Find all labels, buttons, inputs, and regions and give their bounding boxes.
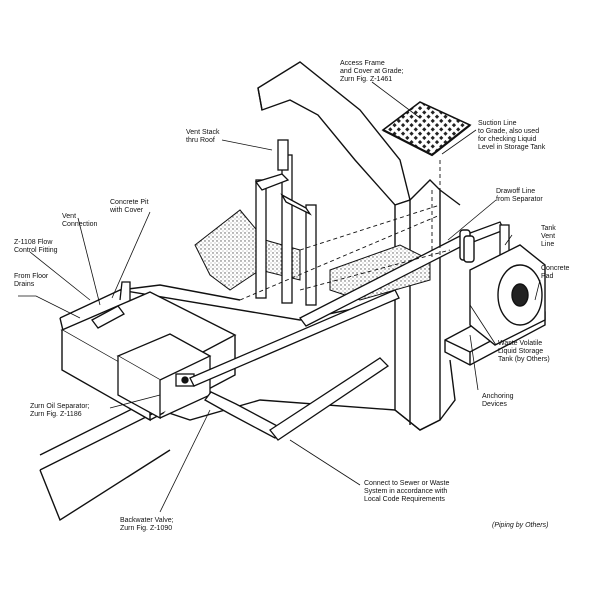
- svg-text:Zurn Fig. Z-1186: Zurn Fig. Z-1186: [30, 411, 82, 418]
- svg-text:Control Fitting: Control Fitting: [14, 247, 58, 254]
- svg-text:Anchoring: Anchoring: [482, 393, 514, 400]
- callout-floor-drains: From Floor Drains: [14, 273, 49, 288]
- svg-text:and Cover at Grade;: and Cover at Grade;: [340, 68, 403, 75]
- svg-text:to Grade, also used: to Grade, also used: [478, 128, 539, 135]
- leader-lines: [18, 81, 541, 513]
- callout-access-frame: Access Frame and Cover at Grade; Zurn Fi…: [340, 60, 403, 83]
- callout-suction-line: Suction Line to Grade, also used for che…: [478, 120, 546, 151]
- callout-concrete-pit: Concrete Pit with Cover: [109, 199, 149, 214]
- callout-backwater-valve: Backwater Valve; Zurn Fig. Z-1090: [120, 517, 174, 532]
- svg-text:Suction Line: Suction Line: [478, 120, 517, 127]
- callout-vent-connection: Vent Connection: [62, 213, 98, 228]
- oil-separator: [116, 333, 212, 420]
- svg-text:Z-1108 Flow: Z-1108 Flow: [14, 239, 53, 246]
- svg-text:Vent: Vent: [62, 213, 76, 220]
- svg-text:From Floor: From Floor: [14, 273, 49, 280]
- callout-storage-tank: Waste Volatile Liquid Storage Tank (by O…: [498, 340, 550, 363]
- callout-sewer: Connect to Sewer or Waste System in acco…: [364, 480, 449, 503]
- svg-text:Connection: Connection: [62, 221, 98, 228]
- callout-anchoring: Anchoring Devices: [482, 393, 514, 408]
- piping-note: (Piping by Others): [492, 522, 548, 529]
- hidden-lines: [239, 160, 451, 320]
- svg-text:Vent: Vent: [541, 233, 555, 240]
- access-frame: [381, 101, 472, 157]
- svg-text:for checking Liquid: for checking Liquid: [478, 136, 536, 143]
- callout-oil-separator: Zurn Oil Separator; Zurn Fig. Z-1186: [30, 403, 90, 418]
- svg-text:thru Roof: thru Roof: [186, 137, 215, 144]
- callout-drawoff-line: Drawoff Line from Separator: [496, 188, 543, 203]
- svg-text:Concrete: Concrete: [541, 265, 570, 272]
- svg-text:Local Code Requirements: Local Code Requirements: [364, 496, 445, 503]
- svg-text:Devices: Devices: [482, 401, 507, 408]
- svg-text:Liquid Storage: Liquid Storage: [498, 348, 543, 355]
- svg-text:Access Frame: Access Frame: [340, 60, 385, 67]
- piping: [91, 139, 510, 441]
- soil-section: [194, 209, 301, 291]
- svg-text:Drains: Drains: [14, 281, 35, 288]
- svg-text:Concrete Pit: Concrete Pit: [110, 199, 149, 206]
- svg-text:with Cover: with Cover: [109, 207, 144, 214]
- svg-text:Tank (by Others): Tank (by Others): [498, 356, 550, 363]
- svg-text:Vent Stack: Vent Stack: [186, 129, 220, 136]
- svg-text:Pad: Pad: [541, 273, 554, 280]
- svg-text:Zurn Fig. Z-1090: Zurn Fig. Z-1090: [120, 525, 172, 532]
- svg-text:Waste Volatile: Waste Volatile: [498, 340, 542, 347]
- svg-text:System in accordance with: System in accordance with: [364, 488, 447, 495]
- callout-tank-vent: Tank Vent Line: [541, 225, 556, 248]
- svg-text:Line: Line: [541, 241, 554, 248]
- callout-vent-stack: Vent Stack thru Roof: [186, 129, 220, 144]
- soil-section-right: [329, 244, 431, 301]
- svg-text:Zurn Oil Separator;: Zurn Oil Separator;: [30, 403, 90, 410]
- svg-text:from Separator: from Separator: [496, 196, 543, 203]
- svg-text:Drawoff Line: Drawoff Line: [496, 188, 535, 195]
- callout-flow-control: Z-1108 Flow Control Fitting: [14, 239, 58, 254]
- svg-text:Level in Storage Tank: Level in Storage Tank: [478, 144, 546, 151]
- svg-text:Tank: Tank: [541, 225, 556, 232]
- callout-concrete-pad: Concrete Pad: [541, 265, 570, 280]
- storage-tank: [459, 229, 546, 346]
- svg-text:Backwater Valve;: Backwater Valve;: [120, 517, 174, 524]
- svg-text:Zurn Fig. Z-1461: Zurn Fig. Z-1461: [340, 76, 392, 83]
- svg-text:Connect to Sewer or Waste: Connect to Sewer or Waste: [364, 480, 449, 487]
